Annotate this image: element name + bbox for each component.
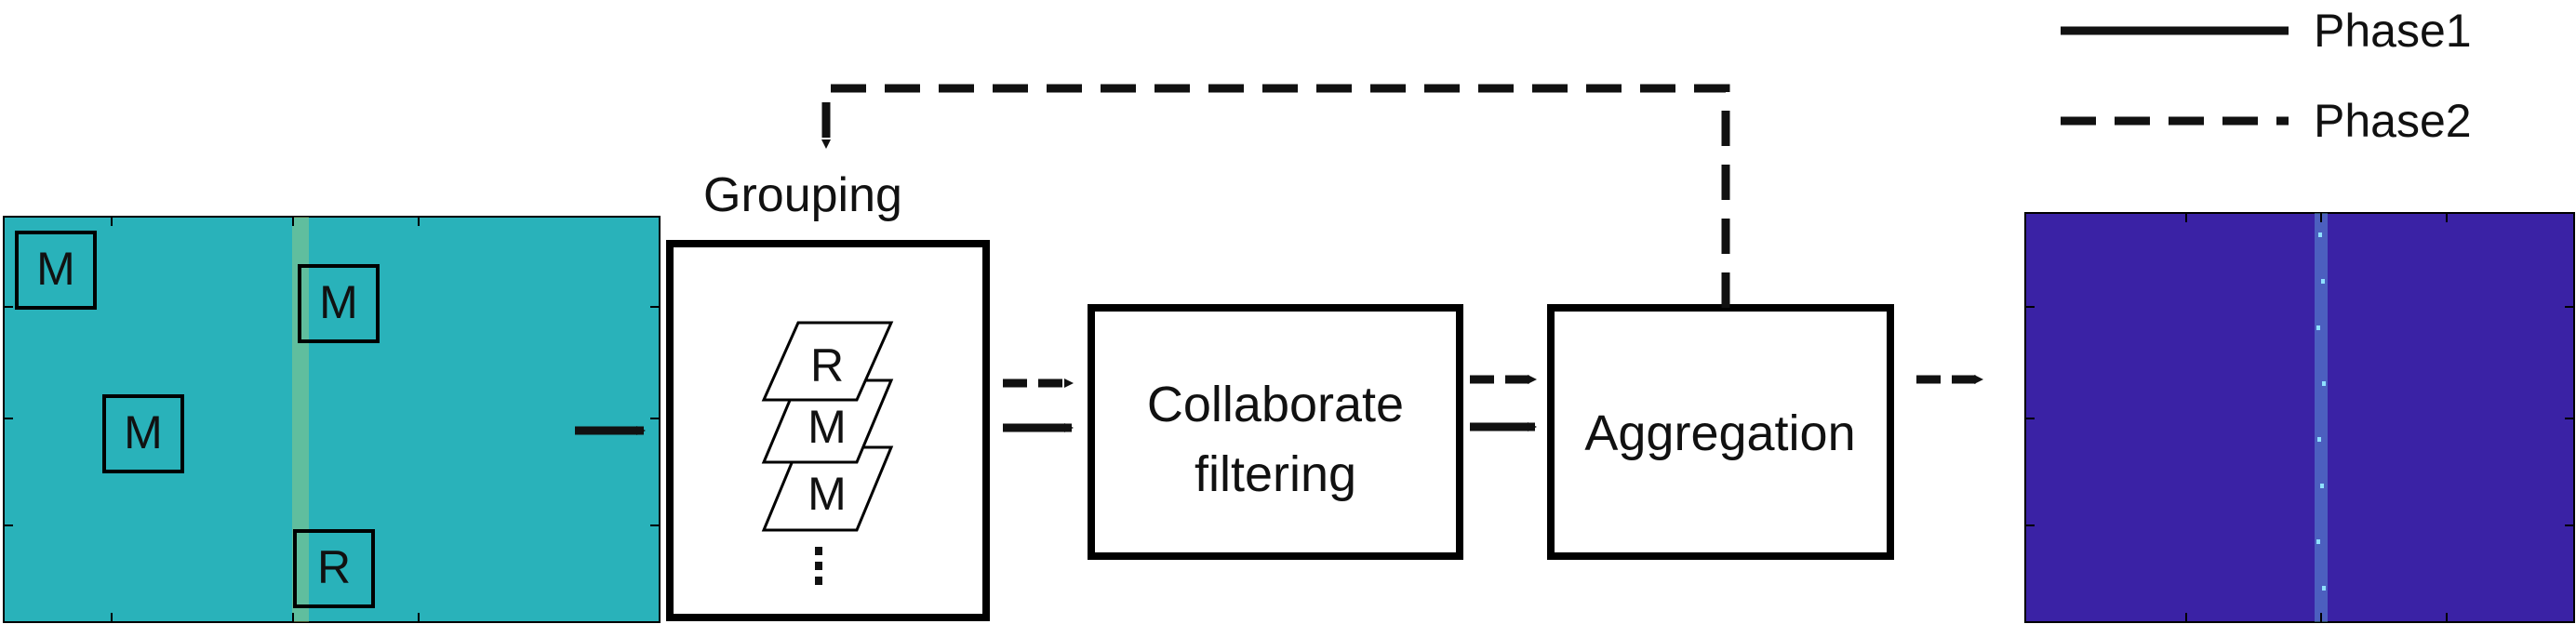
svg-text:R: R: [810, 339, 844, 392]
output-image-ticks: [2025, 213, 2574, 622]
input-image-ticks: [4, 217, 660, 622]
grouping-ellipsis: [815, 547, 822, 585]
stack-patch-m-bottom: M: [761, 445, 894, 532]
feedback-loop-aggregation-to-grouping: [821, 84, 1730, 308]
filtering-label-line2: filtering: [1195, 446, 1356, 502]
svg-text:R: R: [317, 541, 351, 593]
legend: Phase1 Phase2: [2061, 5, 2472, 147]
grouping-title: Grouping: [703, 168, 902, 222]
svg-text:M: M: [124, 406, 163, 458]
svg-text:M: M: [319, 276, 358, 328]
output-image-streak: [2315, 213, 2328, 622]
filtering-label-line1: Collaborate: [1147, 377, 1404, 432]
aggregation-box: [1547, 304, 1894, 560]
filtering-block: Collaborate filtering: [1088, 304, 1463, 560]
input-patch-r: R: [293, 529, 375, 608]
input-patch-m-1: M: [15, 231, 97, 310]
aggregation-label: Aggregation: [1584, 405, 1855, 461]
output-image-streak-dots: [2316, 232, 2326, 591]
grouping-patch-stack: M M R: [761, 321, 894, 532]
input-image: M M M R: [3, 216, 661, 623]
input-patch-m-3: M: [102, 394, 184, 473]
input-image-noise-column: [292, 217, 309, 622]
legend-phase1-label: Phase1: [2314, 5, 2472, 57]
output-image: [2024, 212, 2575, 623]
svg-text:M: M: [36, 243, 75, 295]
output-image-field: [2024, 212, 2575, 623]
svg-text:M: M: [808, 401, 847, 453]
stack-patch-r-top: R: [761, 321, 894, 402]
filtering-box: [1088, 304, 1463, 560]
legend-phase2-label: Phase2: [2314, 95, 2472, 147]
input-patch-m-2: M: [298, 264, 380, 343]
aggregation-block: Aggregation: [1547, 304, 1894, 560]
grouping-block: Grouping M M R: [666, 168, 990, 621]
svg-text:M: M: [808, 468, 847, 520]
